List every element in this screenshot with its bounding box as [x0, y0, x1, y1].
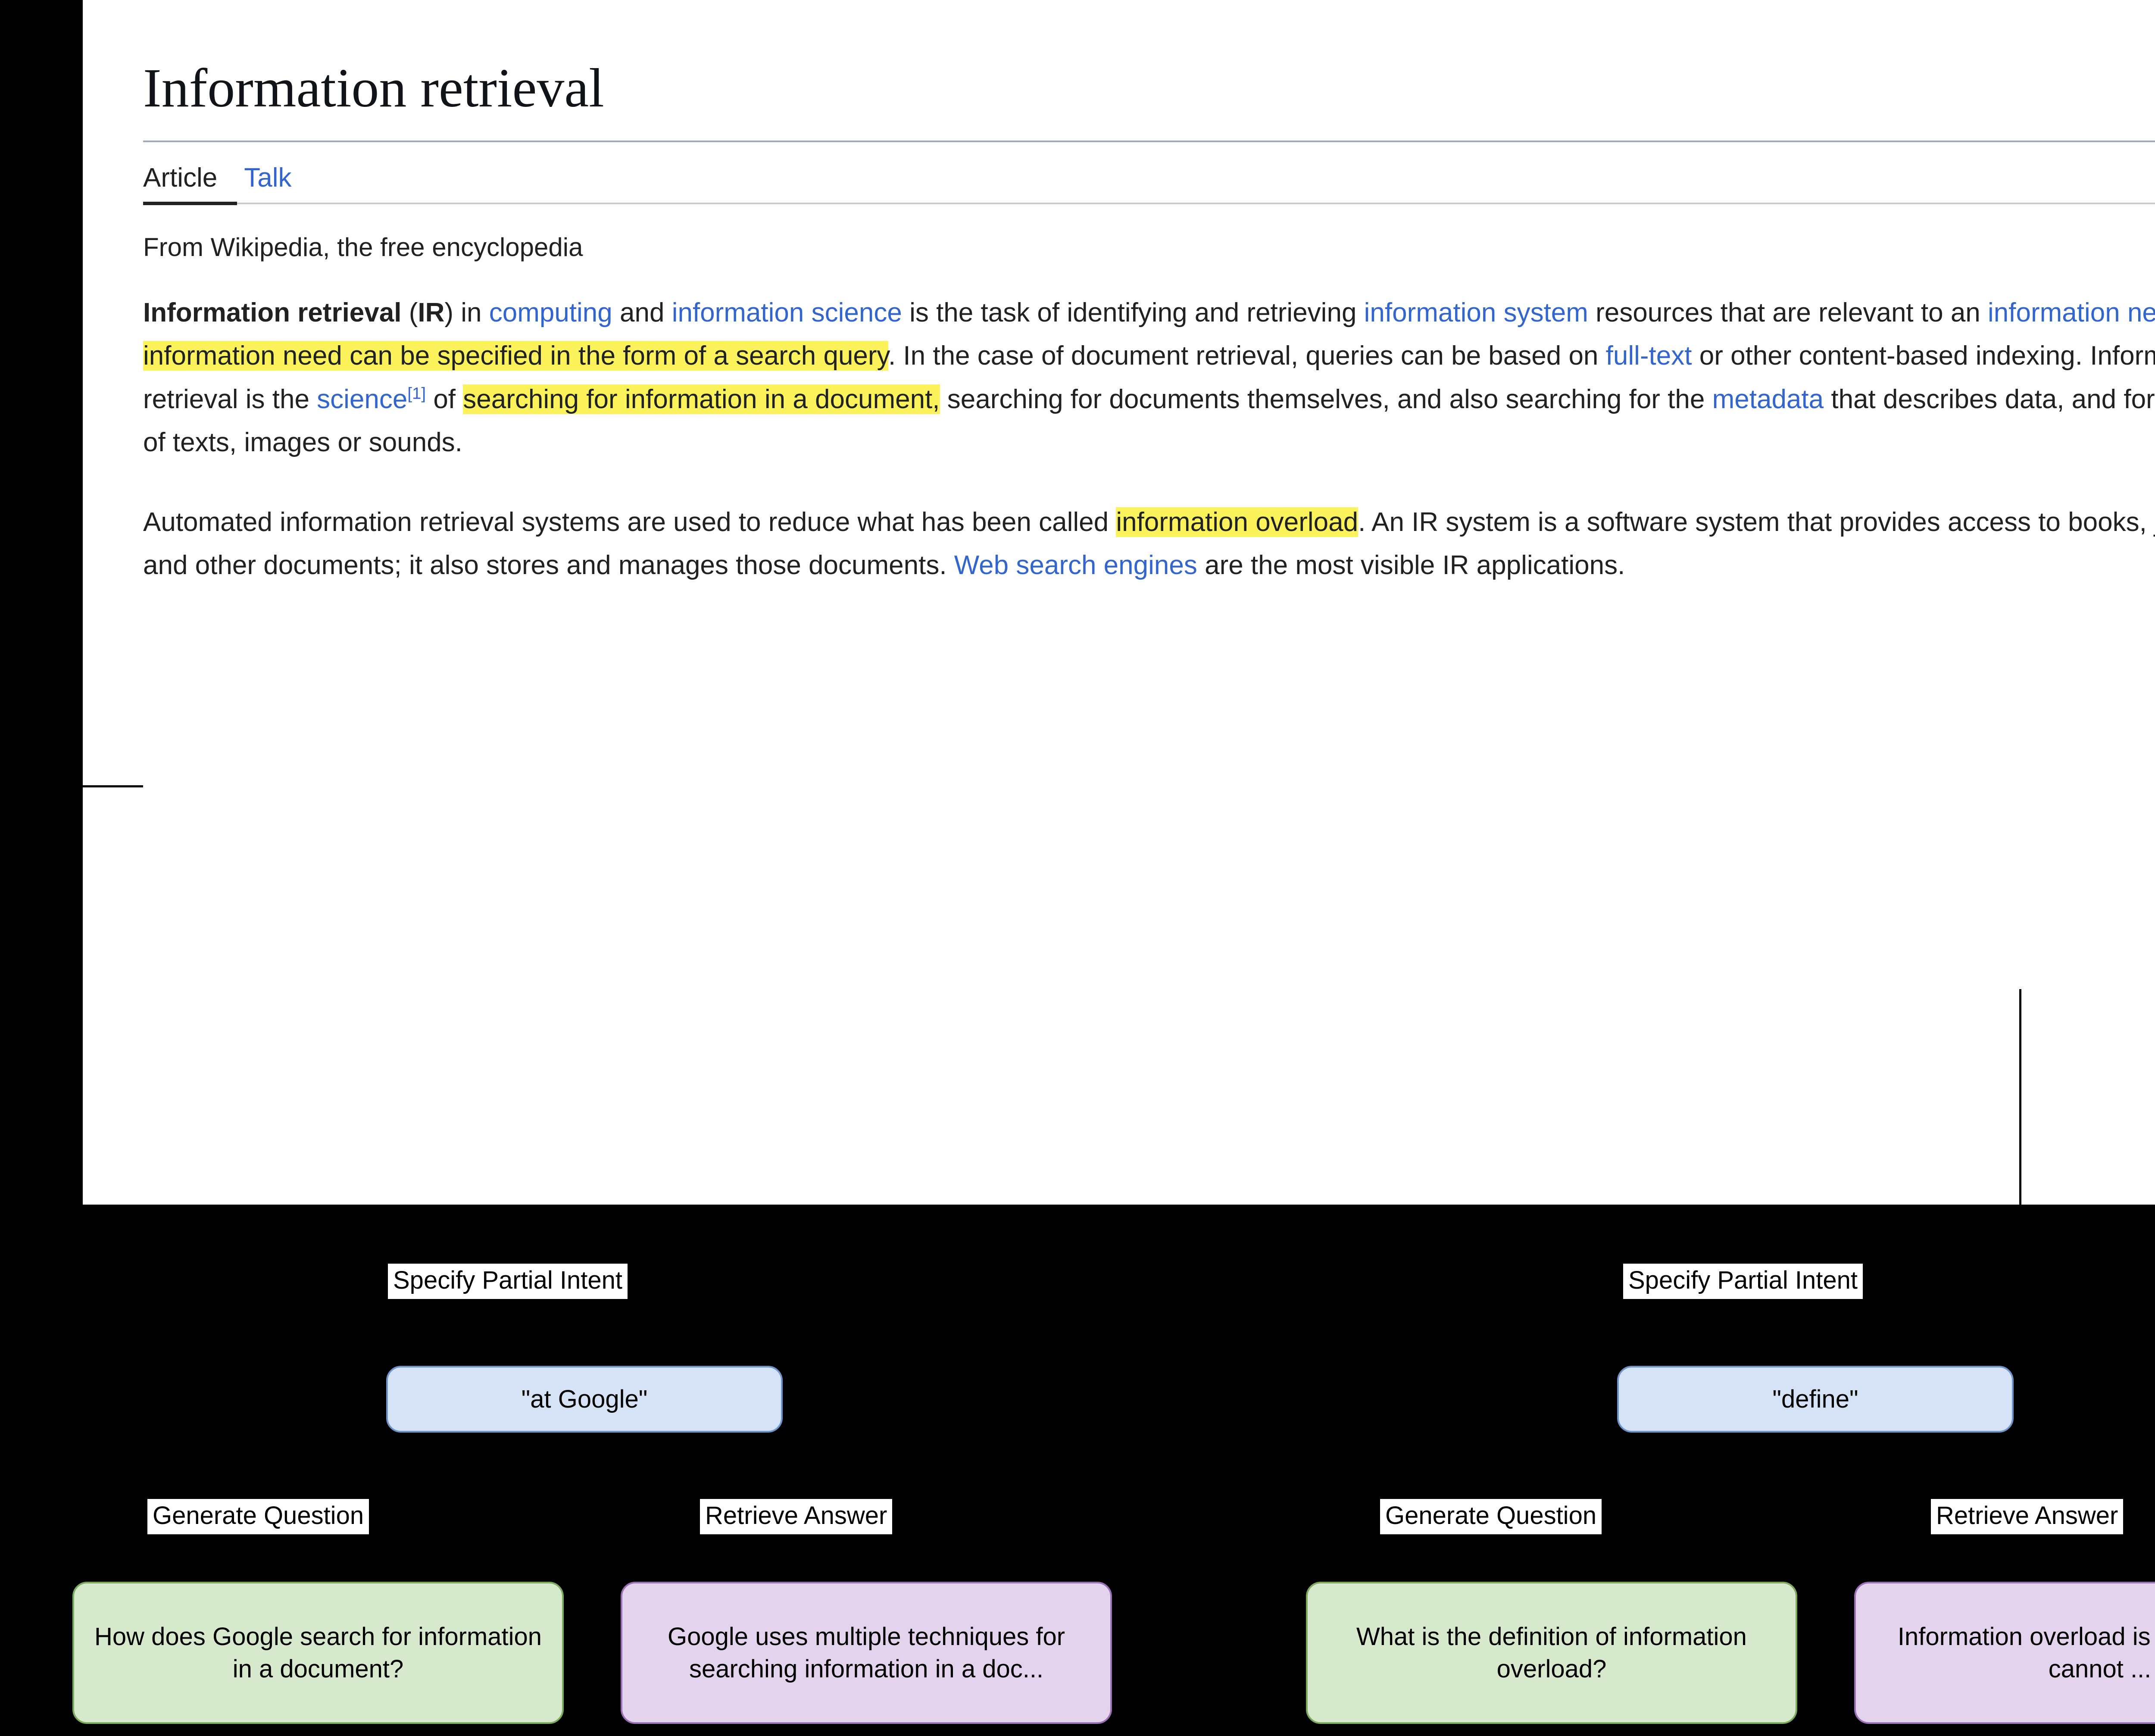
link-information-need[interactable]: information need [1988, 298, 2155, 328]
branch-right-edge-generate: Generate Question [1380, 1499, 1602, 1534]
branch-right-answer-node[interactable]: Information overload is where a user can… [1854, 1582, 2155, 1724]
tab-talk[interactable]: Talk [244, 163, 292, 193]
lead-term: Information retrieval [143, 298, 402, 328]
branch-left-edge-specify: Specify Partial Intent [388, 1264, 628, 1299]
connector-line-searching-in-document-left [83, 785, 143, 787]
p1-text-7: resources that are relevant to an [1588, 298, 1988, 328]
p2-text-2: . An IR system is a software system that… [143, 507, 2155, 581]
link-full-text[interactable]: full-text [1605, 341, 1692, 371]
p1-text-11: of [426, 384, 463, 414]
branch-right-edge-specify: Specify Partial Intent [1623, 1264, 1863, 1299]
p2-text-3: are the most visible IR applications. [1197, 550, 1625, 581]
article-byline: From Wikipedia, the free encyclopedia [143, 233, 583, 262]
link-metadata[interactable]: metadata [1712, 384, 1824, 414]
connector-line-information-overload [2019, 989, 2021, 1205]
highlight-information-overload[interactable]: information overload [1116, 507, 1359, 537]
title-divider [143, 141, 2155, 142]
p1-text-2: ( [401, 298, 418, 328]
link-science[interactable]: science [317, 384, 408, 414]
tab-article[interactable]: Article [143, 163, 218, 193]
citation-ref-1[interactable]: [1] [407, 384, 426, 403]
branch-left-edge-generate: Generate Question [147, 1499, 369, 1534]
link-web-search-engines[interactable]: Web search engines [954, 550, 1197, 581]
p1-text-12: searching for documents themselves, and … [940, 384, 1712, 414]
branch-left-answer-node[interactable]: Google uses multiple techniques for sear… [621, 1582, 1112, 1724]
p1-text-6: is the task of identifying and retrievin… [902, 298, 1364, 328]
branch-left-intent-node[interactable]: "at Google" [386, 1366, 783, 1433]
highlight-searching-in-document[interactable]: searching for information in a document, [463, 384, 940, 414]
link-information-system[interactable]: information system [1364, 298, 1588, 328]
branch-right-edge-retrieve: Retrieve Answer [1931, 1499, 2124, 1534]
p2-text-1: Automated information retrieval systems … [143, 507, 1116, 537]
lead-abbrev: IR [418, 298, 445, 328]
branch-left-question-node[interactable]: How does Google search for information i… [72, 1582, 564, 1724]
p1-text-14: of texts, images or sounds. [143, 428, 462, 458]
branch-right-intent-node[interactable]: "define" [1617, 1366, 2014, 1433]
p1-text-4: ) in [444, 298, 489, 328]
p1-text-9: . In the case of document retrieval, que… [888, 341, 1606, 371]
p1-text-13: that describes data, and for [1824, 384, 2155, 414]
article-paragraph-1: Information retrieval (IR) in computing … [143, 291, 2155, 465]
p1-text-10: or other content-based indexing. Informa… [143, 341, 2155, 414]
article-paragraph-2: Automated information retrieval systems … [143, 501, 2155, 587]
page-title: Information retrieval [143, 57, 604, 119]
link-information-science[interactable]: information science [671, 298, 902, 328]
p1-text-5: and [612, 298, 672, 328]
branch-left-edge-retrieve: Retrieve Answer [700, 1499, 893, 1534]
article-tabs: Article Talk [143, 163, 2155, 203]
link-computing[interactable]: computing [489, 298, 612, 328]
wikipedia-article-panel: Information retrieval Article Talk From … [83, 0, 2155, 1205]
branch-right-question-node[interactable]: What is the definition of information ov… [1306, 1582, 1797, 1724]
tabs-divider [143, 202, 2155, 205]
